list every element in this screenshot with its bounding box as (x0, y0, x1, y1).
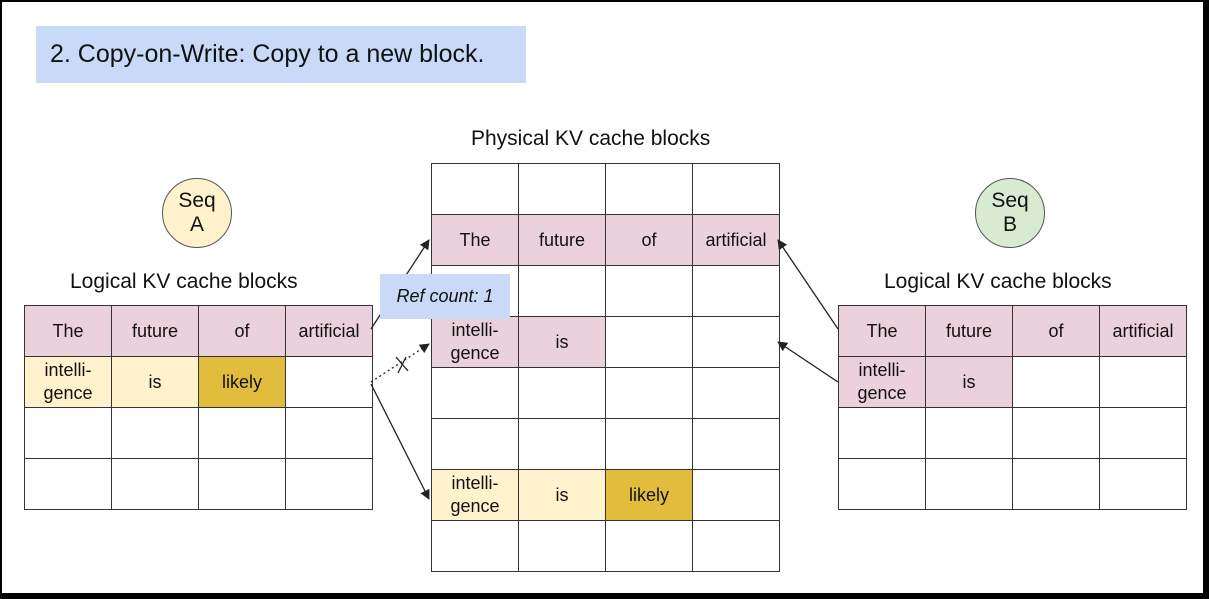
physical-cell-7-0 (431, 520, 519, 572)
physical-row-7 (431, 520, 780, 572)
seq_a-row-3 (24, 458, 373, 510)
seq_b-row-3 (838, 458, 1187, 510)
seq-a-cell-2-1 (111, 407, 199, 459)
ref-count-label: Ref count: 1 (380, 274, 510, 319)
seq-a-cell-2-3 (285, 407, 373, 459)
physical-row-0 (431, 163, 780, 215)
physical-cell-7-3 (692, 520, 780, 572)
seq-a-cell-3-3 (285, 458, 373, 510)
physical-cell-0-2 (605, 163, 693, 215)
seq-a-cell-3-0 (24, 458, 112, 510)
physical-cell-2-3 (692, 265, 780, 317)
physical-cell-4-3 (692, 367, 780, 419)
seq-b-cell-1-0: intelli-gence (838, 356, 926, 408)
seq-a-cell-3-2 (198, 458, 286, 510)
arrow-seq-a-block1-old (370, 343, 430, 383)
physical-cell-3-2 (605, 316, 693, 368)
seq-b-cell-3-0 (838, 458, 926, 510)
seq-b-cell-0-3: artificial (1099, 305, 1187, 357)
seq-a-cell-0-2: of (198, 305, 286, 357)
cross-mark (395, 356, 409, 374)
physical-cell-3-1: is (518, 316, 606, 368)
seq-a-cell-1-0: intelli-gence (24, 356, 112, 408)
seq-b-cell-1-1: is (925, 356, 1013, 408)
physical-cell-0-0 (431, 163, 519, 215)
seq-b-cell-2-3 (1099, 407, 1187, 459)
physical-cell-7-1 (518, 520, 606, 572)
physical-cell-7-2 (605, 520, 693, 572)
physical-cell-4-0 (431, 367, 519, 419)
arrow-seq-b-block1 (777, 341, 839, 383)
physical-cell-6-0: intelli-gence (431, 469, 519, 521)
physical-cell-2-1 (518, 265, 606, 317)
arrow-seq-b-block0 (777, 239, 839, 330)
physical-row-4 (431, 367, 780, 419)
seq-b-cell-1-3 (1099, 356, 1187, 408)
seq-b-cell-0-1: future (925, 305, 1013, 357)
physical-cell-6-1: is (518, 469, 606, 521)
slide-title: 2. Copy-on-Write: Copy to a new block. (36, 26, 526, 83)
seq-a-cell-1-3 (285, 356, 373, 408)
physical-cell-6-2: likely (605, 469, 693, 521)
arrow-seq-a-block1-new (370, 383, 430, 500)
seq-b-cell-1-2 (1012, 356, 1100, 408)
seq-b-cell-0-0: The (838, 305, 926, 357)
seq-b-logical-heading: Logical KV cache blocks (884, 270, 1112, 293)
seq-a-logical-heading: Logical KV cache blocks (70, 270, 298, 293)
seq-a-cell-2-2 (198, 407, 286, 459)
physical-blocks-heading: Physical KV cache blocks (471, 127, 711, 150)
physical-cell-5-0 (431, 418, 519, 470)
physical-cell-1-3: artificial (692, 214, 780, 266)
seq-a-cell-1-2: likely (198, 356, 286, 408)
seq-b-cell-3-1 (925, 458, 1013, 510)
seq-a-cell-0-3: artificial (285, 305, 373, 357)
physical-cell-5-2 (605, 418, 693, 470)
seq-a-cell-2-0 (24, 407, 112, 459)
seq-a-cell-3-1 (111, 458, 199, 510)
seq_a-row-2 (24, 407, 373, 459)
seq-b-cell-2-0 (838, 407, 926, 459)
physical-cell-3-0: intelli-gence (431, 316, 519, 368)
seq-b-cell-3-3 (1099, 458, 1187, 510)
